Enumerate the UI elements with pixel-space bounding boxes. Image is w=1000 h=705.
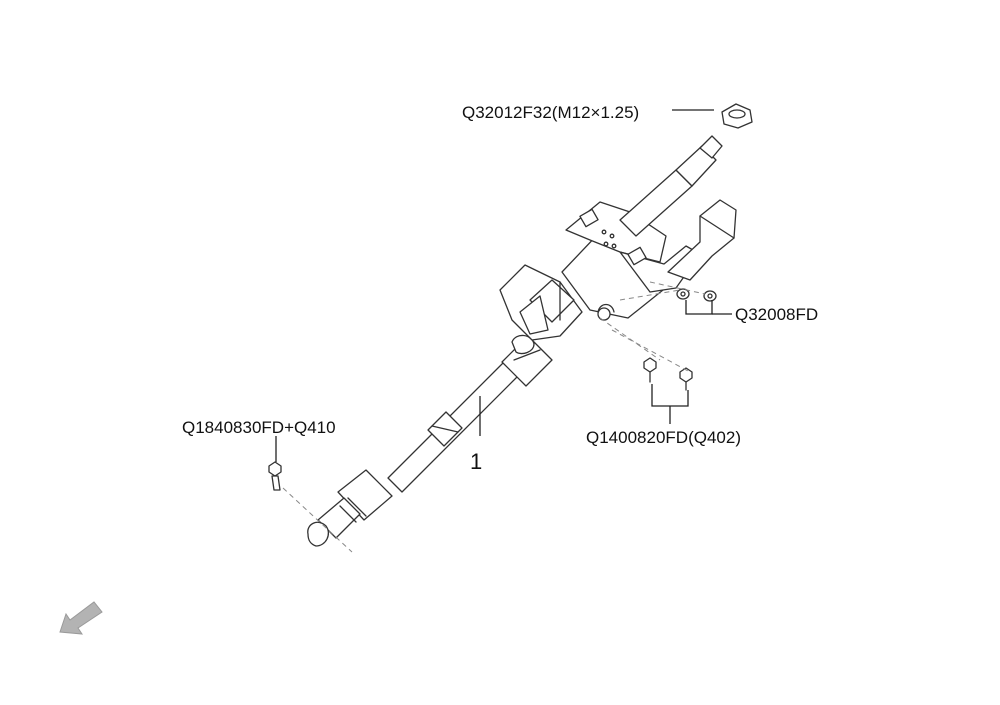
middle-bolts: [643, 357, 693, 391]
top-nut: [721, 103, 753, 129]
tilt-lever: [667, 199, 737, 281]
lower-bracket: [499, 264, 583, 341]
right-nuts: [676, 288, 717, 302]
upper-universal-joint: [501, 334, 553, 387]
callout-right-nuts: Q32008FD: [735, 305, 819, 324]
upper-shaft: [619, 135, 723, 237]
callout-middle-bolts: Q1400820FD(Q402): [586, 428, 741, 447]
assembly-lines: [282, 281, 706, 553]
lower-universal-joint: [307, 469, 393, 547]
leader-lines: [275, 109, 732, 462]
left-bolt: [268, 461, 282, 491]
lower-shaft: [387, 357, 523, 493]
callout-top-nut: Q32012F32(M12×1.25): [462, 103, 640, 122]
back-arrow-icon: [59, 601, 103, 635]
callout-left-bolt: Q1840830FD+Q410: [182, 418, 336, 437]
callout-ref-number: 1: [470, 449, 483, 474]
back-arrow-button[interactable]: [56, 598, 108, 642]
